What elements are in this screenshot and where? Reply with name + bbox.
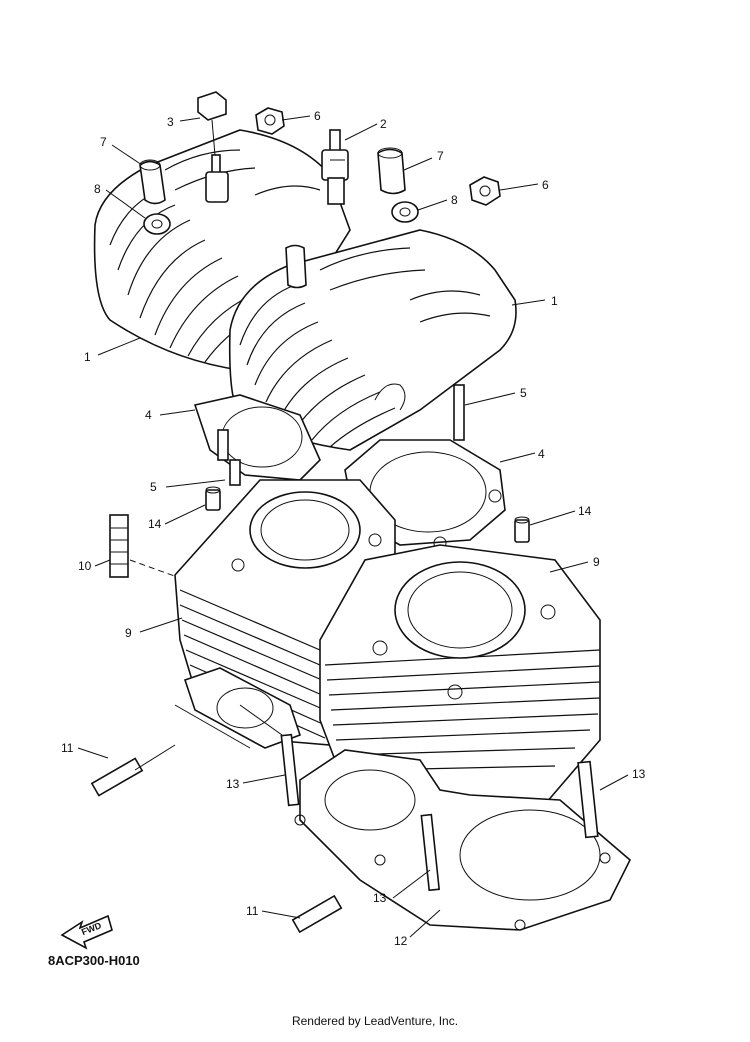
callout-4-left: 4	[145, 408, 152, 422]
callout-8-right: 8	[451, 193, 458, 207]
cylinder-right	[319, 544, 601, 811]
callout-14-right: 14	[578, 504, 592, 518]
long-stud-left	[280, 733, 300, 807]
spark-plug-left	[205, 154, 229, 203]
short-stud-lower	[291, 894, 343, 934]
base-gasket	[294, 749, 631, 931]
washer-left	[143, 213, 171, 235]
callout-12: 12	[394, 934, 408, 948]
long-stud-right	[577, 760, 599, 839]
callout-11-upper: 11	[61, 741, 74, 755]
callout-13-center: 13	[373, 891, 387, 905]
spark-plug-center	[321, 129, 349, 205]
fwd-arrow-icon: FWD	[60, 914, 113, 950]
fitting-left	[205, 486, 221, 511]
plug-cap	[197, 91, 227, 156]
render-credit: Rendered by LeadVenture, Inc.	[291, 1014, 459, 1028]
nut-right	[469, 176, 501, 206]
callout-8-left: 8	[94, 182, 101, 196]
washer-right	[391, 201, 419, 223]
callout-5-left: 5	[150, 480, 157, 494]
short-stud-upper	[90, 744, 176, 797]
callout-2: 2	[380, 117, 387, 131]
dowel-pin-left	[139, 159, 166, 205]
callout-13-right: 13	[632, 767, 646, 781]
callout-5-right: 5	[520, 386, 527, 400]
nut-left	[255, 107, 285, 135]
stud-left	[217, 429, 241, 486]
callout-3: 3	[167, 115, 174, 129]
guide-lines	[174, 704, 283, 749]
callout-10: 10	[78, 559, 92, 573]
callout-13-left: 13	[226, 777, 240, 791]
callout-7-right: 7	[437, 149, 444, 163]
dowel-pin-head	[285, 244, 307, 289]
fitting-right	[514, 516, 530, 543]
leader-lines	[77, 115, 629, 938]
callout-9-left: 9	[125, 626, 132, 640]
dowel-pin-right	[377, 147, 406, 195]
diagram-code: 8ACP300-H010	[48, 953, 140, 968]
callout-9-right: 9	[593, 555, 600, 569]
callout-14-left: 14	[148, 517, 162, 531]
callout-labels: 1 1 2 3 4 4 5 5 6 6 7 7 8 8 9 9 10 11 11…	[61, 109, 646, 948]
callout-6-right: 6	[542, 178, 549, 192]
bolt-stack	[109, 514, 181, 579]
long-stud-center	[420, 813, 441, 892]
callout-11-lower: 11	[246, 904, 259, 918]
callout-7-left: 7	[100, 135, 107, 149]
callout-1-left: 1	[84, 350, 91, 364]
callout-6-left: 6	[314, 109, 321, 123]
callout-4-right: 4	[538, 447, 545, 461]
stud-right	[453, 384, 465, 441]
exhaust-flange-left	[183, 667, 302, 749]
callout-1-right: 1	[551, 294, 558, 308]
